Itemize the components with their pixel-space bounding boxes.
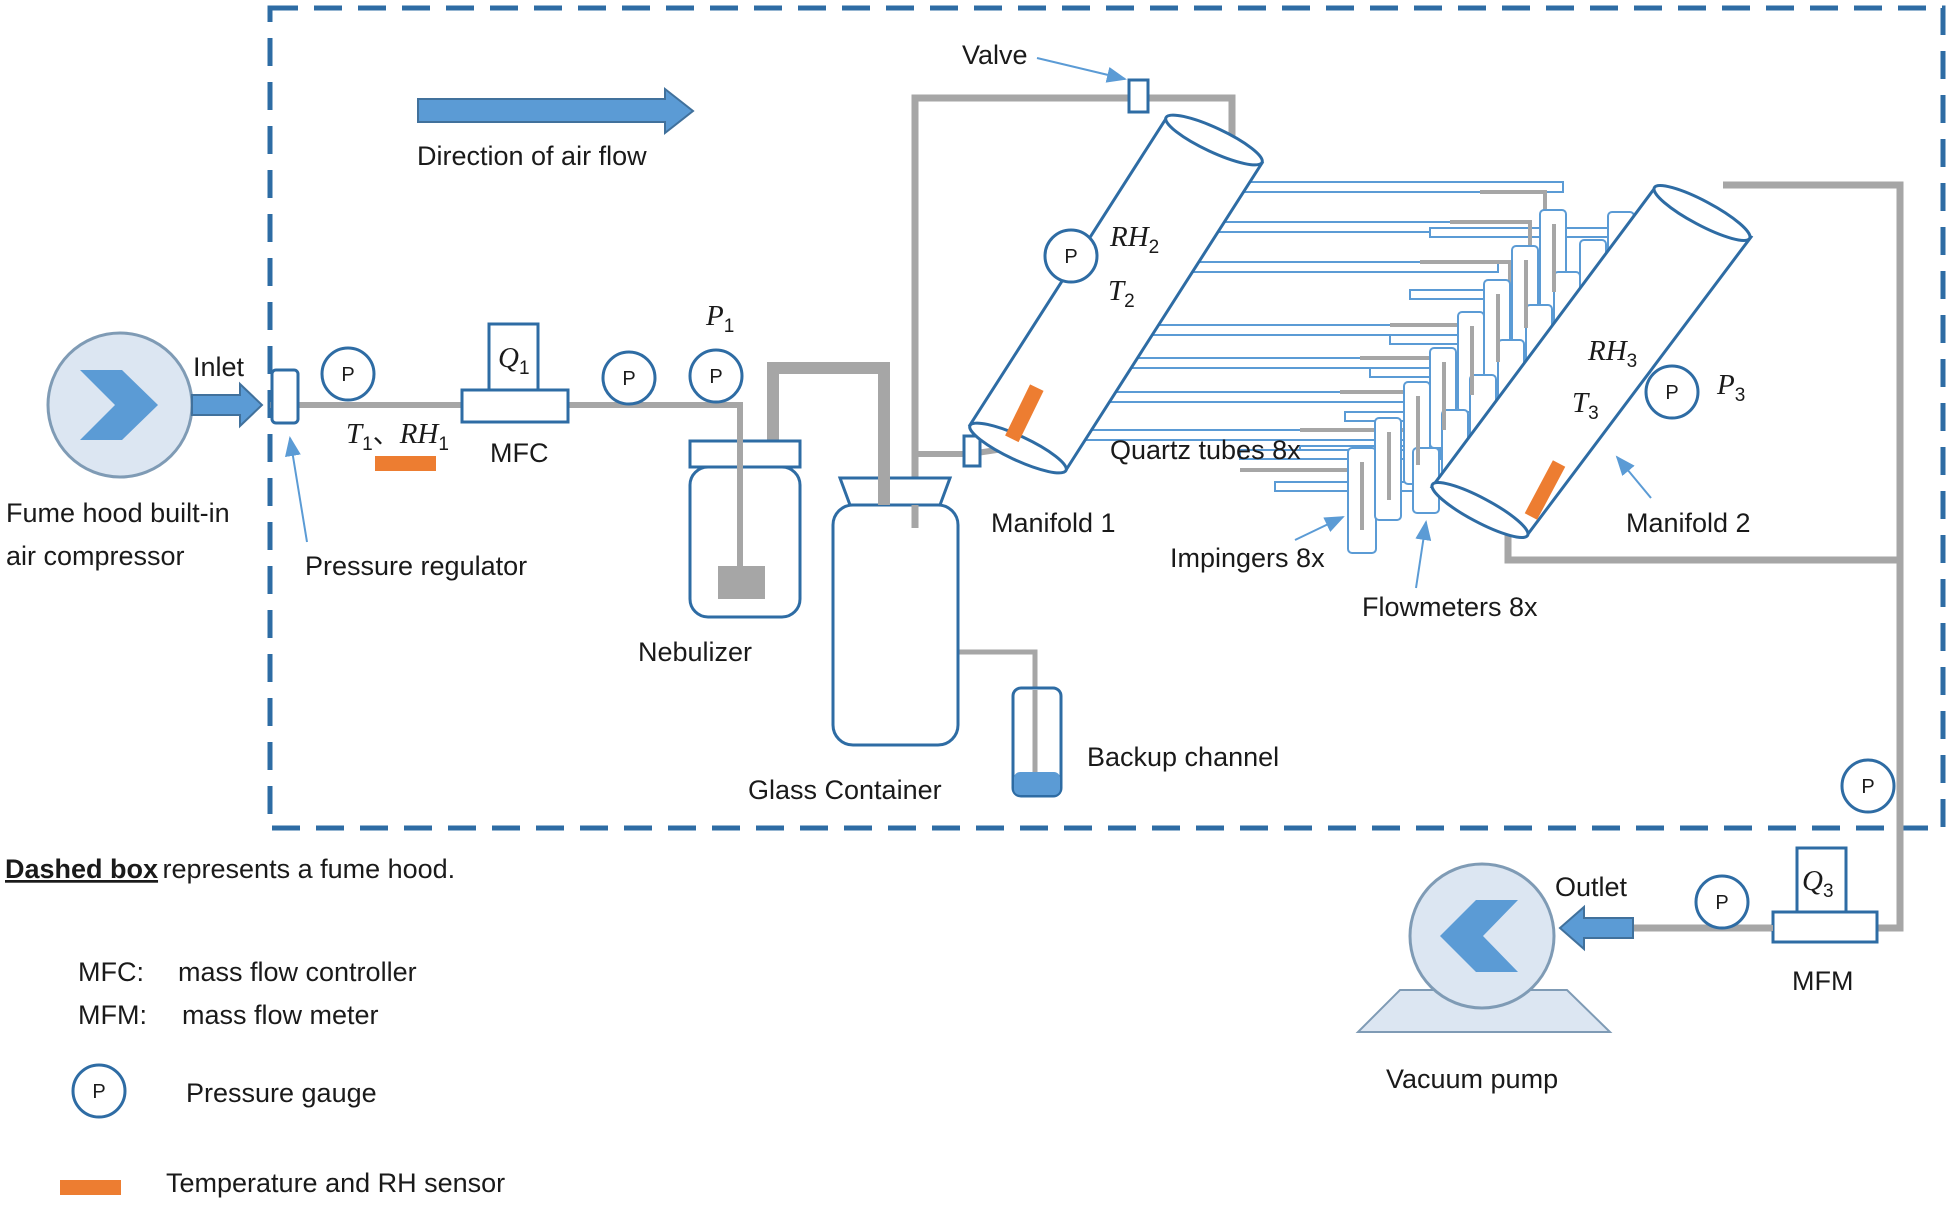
impingers-label: Impingers 8x <box>1170 543 1325 573</box>
inlet-label: Inlet <box>193 352 245 382</box>
quartz-tubes-label: Quartz tubes 8x <box>1110 435 1301 465</box>
compressor-chevron-icon <box>80 370 158 440</box>
svg-text:P: P <box>1665 382 1678 404</box>
manifold2-pointer <box>1615 455 1652 499</box>
pressure-gauge: P <box>1840 758 1896 814</box>
valve-top <box>1127 78 1150 114</box>
glass-container-neck <box>837 476 953 507</box>
pressure-gauge: P <box>1694 874 1750 930</box>
svg-text:P: P <box>622 368 635 390</box>
manifold2-label: Manifold 2 <box>1626 508 1751 538</box>
backup-channel-label: Backup channel <box>1087 742 1279 772</box>
impingers-pointer <box>1294 516 1345 541</box>
legend-mfm-abbr: MFM: <box>78 1000 147 1030</box>
flowmeters-pointer <box>1415 520 1432 589</box>
q1-label: Q1 <box>498 342 530 379</box>
legend-sensor: Temperature and RH sensor <box>166 1168 505 1198</box>
mfm-box <box>1771 910 1879 944</box>
t3-label: T3 <box>1572 387 1599 424</box>
legend-pressure-gauge-icon: P <box>71 1063 127 1119</box>
fume-hood-box <box>267 5 1946 831</box>
compressor-label-line1: Fume hood built-in <box>6 498 230 528</box>
pump-chevron-icon <box>1440 900 1518 972</box>
nebulizer-label: Nebulizer <box>638 637 752 667</box>
legend-mfm-desc: mass flow meter <box>182 1000 379 1030</box>
nebulizer-bottle <box>688 465 802 619</box>
mfm-label: MFM <box>1792 966 1853 996</box>
backup-channel-liquid <box>1014 772 1060 795</box>
pressure-gauge-p1: P <box>688 348 744 404</box>
glass-container-label: Glass Container <box>748 775 942 805</box>
compressor-label-line2: air compressor <box>6 541 185 571</box>
mfm-display <box>1795 846 1848 914</box>
rh3-label: RH3 <box>1587 335 1637 372</box>
svg-text:P: P <box>709 366 722 388</box>
pressure-gauge-p3: P <box>1644 364 1700 420</box>
manifold1-label: Manifold 1 <box>991 508 1116 538</box>
sensor-1 <box>375 456 436 471</box>
nebulizer-lid <box>688 439 802 469</box>
outlet-label: Outlet <box>1555 872 1628 902</box>
direction-label: Direction of air flow <box>417 141 647 171</box>
pressure-gauge: P <box>320 346 376 402</box>
p3-label: P3 <box>1716 369 1745 406</box>
legend-mfc-desc: mass flow controller <box>178 957 417 987</box>
svg-text:P: P <box>92 1081 105 1103</box>
svg-text:P: P <box>1861 776 1874 798</box>
sensor-3 <box>1524 460 1566 520</box>
pressure-gauge: P <box>601 350 657 406</box>
svg-text:P: P <box>341 364 354 386</box>
sensor-2 <box>1005 384 1044 443</box>
vacuum-pump-label: Vacuum pump <box>1386 1064 1558 1094</box>
pressure-regulator-label: Pressure regulator <box>305 551 527 581</box>
mfc-display <box>487 322 540 392</box>
glass-container <box>831 503 960 747</box>
manifold-1 <box>967 113 1265 475</box>
valve-manifold1 <box>962 434 982 468</box>
nebulizer-block <box>718 566 765 599</box>
svg-text:P: P <box>1715 892 1728 914</box>
q3-label: Q3 <box>1802 865 1834 902</box>
mfc-box <box>460 388 570 424</box>
legend-pressure-gauge: Pressure gauge <box>186 1078 377 1108</box>
legend-sensor-icon <box>60 1180 121 1195</box>
manifold-2 <box>1429 184 1754 539</box>
hood-note: Dashed box represents a fume hood. <box>5 854 455 884</box>
outlet-arrow <box>1558 904 1634 952</box>
valve-pointer <box>1036 57 1127 83</box>
rh2-label: RH2 <box>1109 221 1159 258</box>
mfc-label: MFC <box>490 438 548 468</box>
pressure-regulator <box>270 368 300 425</box>
flowmeters-label: Flowmeters 8x <box>1362 592 1538 622</box>
t1-rh1-label: T1、RH1 <box>346 418 449 455</box>
valve-label: Valve <box>962 40 1028 70</box>
direction-arrow <box>417 86 695 136</box>
p1-label: P1 <box>705 300 734 337</box>
inlet-arrow <box>191 381 264 429</box>
vacuum-pump-base <box>1355 989 1613 1033</box>
t2-label: T2 <box>1108 275 1135 312</box>
pressure-gauge-p2: P <box>1043 228 1099 284</box>
pressure-regulator-pointer <box>285 436 308 543</box>
legend-mfc-abbr: MFC: <box>78 957 144 987</box>
svg-text:P: P <box>1064 246 1077 268</box>
